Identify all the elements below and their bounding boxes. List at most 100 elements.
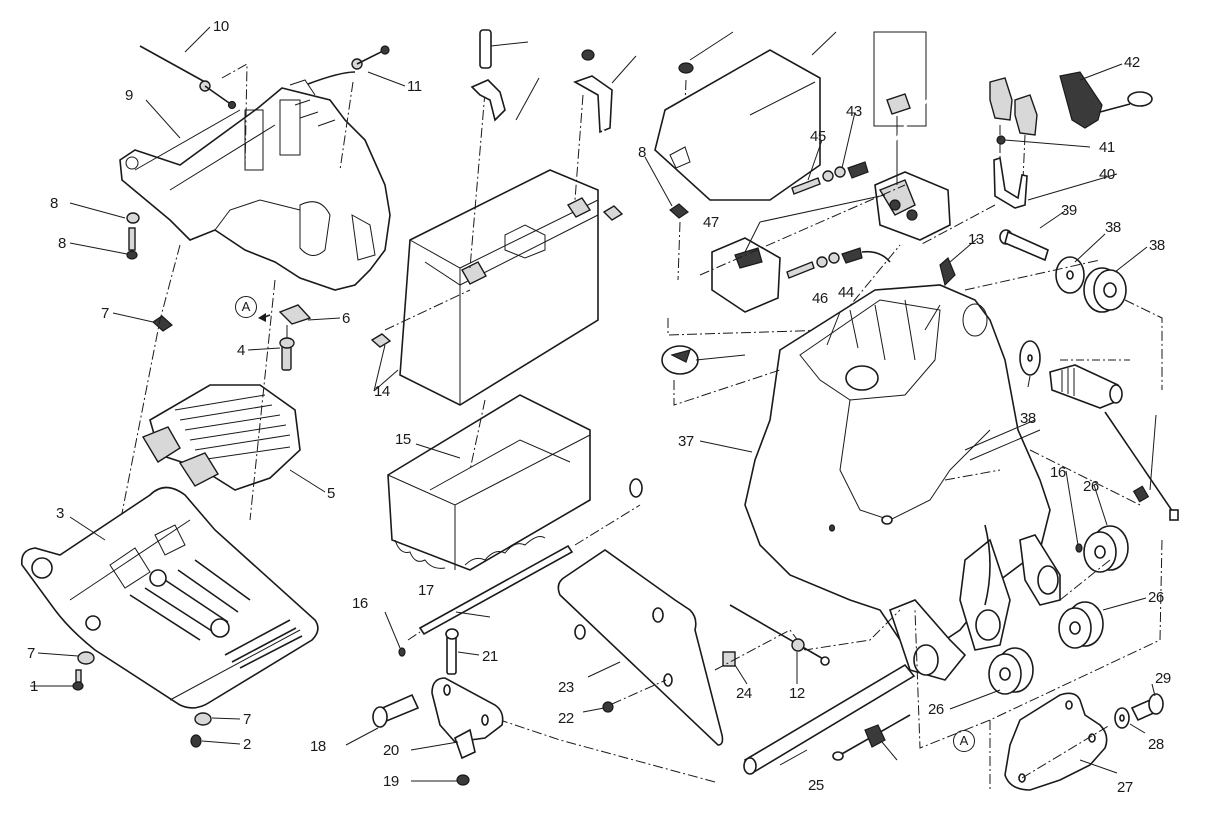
clip-nut-part-8-right bbox=[669, 203, 689, 281]
support-bracket-part-11 bbox=[119, 79, 391, 291]
screw-part-9 bbox=[126, 227, 138, 260]
washer-part-31-top bbox=[1055, 256, 1085, 294]
callout-27: 27 bbox=[1117, 779, 1133, 796]
callout-5: 5 bbox=[327, 485, 335, 502]
callout-8-right: 8 bbox=[638, 144, 646, 161]
callout-2: 2 bbox=[243, 736, 251, 753]
stud-part-4 bbox=[279, 325, 295, 371]
rubber-roller-part-26-bottom bbox=[988, 647, 1034, 695]
callout-14: 14 bbox=[374, 383, 390, 400]
callout-39: 47 bbox=[703, 214, 719, 231]
clip-part-13 bbox=[939, 256, 956, 287]
callout-35: 41 bbox=[1099, 139, 1115, 156]
callout-29: 29 bbox=[1155, 670, 1171, 687]
callout-1: 1 bbox=[30, 678, 38, 695]
leader-lines bbox=[30, 26, 1157, 782]
nut-part-19 bbox=[456, 774, 470, 786]
roller-alignment-lines bbox=[914, 449, 1163, 749]
callout-26-middle: 26 bbox=[1148, 589, 1164, 606]
grommet-part-7-left bbox=[77, 651, 95, 665]
cover-plate-part-23 bbox=[557, 549, 724, 746]
callout-17: 17 bbox=[418, 582, 434, 599]
callout-37-bottom: 44 bbox=[838, 284, 854, 301]
spacer-part-46 bbox=[469, 29, 492, 269]
callout-24: 24 bbox=[736, 685, 752, 702]
callout-38-bottom: 46 bbox=[812, 290, 828, 307]
grommet-part-45 bbox=[661, 345, 781, 406]
cable-tie-part-48 bbox=[1104, 411, 1179, 521]
callout-10: 8 bbox=[50, 195, 58, 212]
battery-holder-frame-part-30 bbox=[744, 284, 1061, 681]
callout-21: 21 bbox=[482, 648, 498, 665]
callout-37-top: 43 bbox=[846, 103, 862, 120]
screw-part-1 bbox=[72, 669, 84, 691]
callout-8-left: 7 bbox=[101, 305, 109, 322]
grommet-part-10 bbox=[126, 212, 140, 224]
callout-18: 18 bbox=[310, 738, 326, 755]
relay-cover-part-41 bbox=[654, 49, 821, 201]
callout-7-left: 7 bbox=[27, 645, 35, 662]
screw-part-38-top bbox=[791, 161, 869, 195]
callout-12-top-left: 10 bbox=[213, 18, 229, 35]
callout-4: 4 bbox=[237, 342, 245, 359]
clip-part-16-right bbox=[1075, 543, 1083, 553]
spacer-tube-part-25 bbox=[499, 663, 916, 783]
callout-31-bottom: 38 bbox=[1020, 410, 1036, 427]
cable-tie-part-12-bottom bbox=[729, 604, 830, 666]
relay-alignment-lines bbox=[667, 184, 906, 336]
battery-pad-part-14 bbox=[370, 289, 471, 392]
callout-11: 9 bbox=[125, 87, 133, 104]
callout-26-bottom: 26 bbox=[928, 701, 944, 718]
grommet-part-7-right bbox=[194, 712, 212, 726]
reference-marker-a-bottom: A bbox=[953, 730, 975, 752]
starter-relay-part-39-bottom bbox=[711, 237, 781, 313]
callout-30: 37 bbox=[678, 433, 694, 450]
washer-part-31-bottom bbox=[1019, 340, 1041, 376]
screw-part-22 bbox=[602, 679, 667, 713]
callout-31-top: 38 bbox=[1105, 219, 1121, 236]
callout-6: 6 bbox=[342, 310, 350, 327]
nut-part-2 bbox=[190, 734, 202, 748]
pivot-bolt bbox=[1049, 364, 1123, 409]
rubber-bush-part-32 bbox=[964, 259, 1163, 390]
callout-13: 13 bbox=[968, 231, 984, 248]
callout-25: 25 bbox=[808, 777, 824, 794]
cable-tie-part-12-left bbox=[139, 45, 248, 171]
fuse-bracket-part-34 bbox=[919, 156, 1028, 246]
battery-tray-part-15 bbox=[387, 394, 591, 571]
callout-38-top: 45 bbox=[810, 128, 826, 145]
callout-7-right: 7 bbox=[243, 711, 251, 728]
screw-part-29 bbox=[1130, 693, 1164, 722]
voltage-regulator-part-5 bbox=[141, 279, 301, 521]
callout-15: 15 bbox=[395, 431, 411, 448]
callout-22: 22 bbox=[558, 710, 574, 727]
callout-36: 42 bbox=[1124, 54, 1140, 71]
callout-20: 20 bbox=[383, 742, 399, 759]
clip-part-16-left bbox=[398, 647, 406, 657]
clip-nut-part-6 bbox=[258, 304, 312, 325]
fuse-inset-box bbox=[873, 31, 927, 185]
callout-19: 19 bbox=[383, 773, 399, 790]
screw-part-35 bbox=[996, 125, 1026, 181]
callout-33: 39 bbox=[1061, 202, 1077, 219]
callout-28: 28 bbox=[1148, 736, 1164, 753]
battery bbox=[399, 169, 624, 406]
callout-26-top: 26 bbox=[1083, 478, 1099, 495]
screw-part-33 bbox=[999, 229, 1049, 262]
callout-12-bottom: 12 bbox=[789, 685, 805, 702]
screw-part-38-bottom bbox=[786, 247, 891, 279]
cable-part-36 bbox=[878, 54, 1153, 171]
callout-34: 40 bbox=[1099, 166, 1115, 183]
screw-part-21 bbox=[445, 628, 459, 675]
fuse-holder-pair bbox=[989, 77, 1038, 136]
callout-32: 38 bbox=[1149, 237, 1165, 254]
bracket-part-20 bbox=[431, 677, 504, 760]
callout-12-top-right: 11 bbox=[407, 78, 422, 95]
screw-part-18 bbox=[372, 693, 420, 728]
cable-tie-part-12-right bbox=[307, 45, 390, 171]
rubber-roller-part-26-middle bbox=[1058, 601, 1104, 649]
reference-marker-a-top: A bbox=[235, 296, 257, 318]
callout-23: 23 bbox=[558, 679, 574, 696]
cable-tie-part-47 bbox=[832, 714, 911, 761]
